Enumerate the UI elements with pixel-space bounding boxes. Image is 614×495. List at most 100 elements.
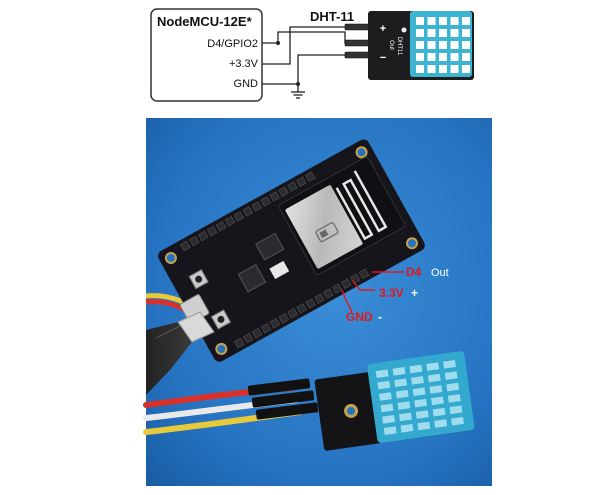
label-minus: - [378,310,382,324]
pin-label-gnd: GND [234,78,259,90]
ground-symbol-icon [291,91,305,99]
sensor-vent-slot [378,392,392,401]
header-pin [278,186,289,197]
header-pin [242,332,254,344]
sensor-vent-slot [427,41,436,49]
sensor-grid-schematic [416,17,470,73]
header-pin [242,206,254,217]
sensor-vent-slot [462,17,470,25]
header-pin [251,201,262,212]
sensor-vent-slot [443,359,456,369]
sensor-vent-slot [414,398,428,408]
nodemcu-board [158,139,425,362]
sensor-vent-slot [416,65,424,73]
pin-label-3v3: +3.3V [229,58,259,70]
sensor-vent-slot [427,17,436,25]
sensor-vent-slot [382,414,396,424]
label-gnd: GND [346,310,373,324]
header-pin [234,337,245,349]
sensor-vent-slot [434,419,448,428]
header-pin [341,278,352,289]
header-pin [233,211,245,222]
sensor-vent-slot [450,53,459,61]
sensor-vent-slot [380,403,394,413]
label-d4: D4 [406,265,422,279]
sensor-vent-slot [446,382,460,392]
header-pin [206,225,218,237]
sensor-vent-slot [412,387,426,397]
header-pin [332,283,343,294]
sensor-vent-slot [451,416,464,426]
header-pin [287,181,298,192]
header-pin [189,235,200,247]
sensor-vent-slot [394,378,408,388]
sensor-vent-slot [450,17,459,25]
sensor-vent-slot [377,380,391,390]
header-pin [269,191,280,202]
header-pin [215,221,227,232]
pin-label-d4: D4/GPIO2 [207,38,258,50]
header-pin [358,268,370,279]
sensor-vent-slot [450,29,459,37]
sensor-vent-slot [432,407,446,417]
header-pin [269,318,281,329]
sensor-vent-slot [431,396,444,406]
header-pin [296,176,307,187]
sensor-vent-slot [409,364,423,374]
header-pin [323,288,334,299]
sensor-vent-slot [444,371,458,380]
sensor-vent-slot [375,369,389,379]
sensor-vent-slot [439,17,447,25]
label-plus: + [411,286,418,300]
label-out: Out [431,267,449,279]
dht11-module-photo [314,351,475,451]
sensor-vent-slot [439,29,447,37]
wifi-logo-icon [315,222,339,243]
pin-annotations: D4 Out 3.3V + GND - [341,265,449,324]
sensor-vent-slot [439,41,447,49]
sensor-vent-slot [447,394,461,403]
header-pin [314,293,325,304]
arrow-gnd [341,289,353,313]
sensor-vent-slot [397,401,411,410]
sensor-vent-slot [427,53,436,61]
sensor-vent-slot [426,362,440,371]
mount-hole [401,27,407,33]
wire-gnd-to-minus [262,54,372,85]
sensor-vent-slot [398,412,412,422]
junction-dots [276,41,300,86]
sensor-vent-slot [392,367,406,376]
sensor-vent-slot [411,376,424,385]
sensor-vent-slot [416,17,424,25]
dht11-body-text: DHT11 [396,37,402,56]
sensor-vent-slot [383,426,397,435]
pin-row-bottom [234,268,370,349]
header-pin [287,308,298,319]
sensor-vent-slot [400,423,414,433]
antenna-trace [335,170,388,241]
photo: D4 Out 3.3V + GND - [143,118,492,486]
sensor-vent-slot [462,53,470,61]
sensor-vent-slot [416,41,424,49]
nodemcu-title: NodeMCU-12E* [157,14,253,29]
header-pin [260,323,272,334]
header-pin [224,216,236,227]
sensor-vent-slot [427,65,436,73]
sensor-vent-slot [429,385,443,394]
pin-label-plus: + [380,23,386,35]
sensor-vent-slot [449,405,463,415]
schematic: NodeMCU-12E* D4/GPIO2 +3.3V GND DHT-11 [150,8,474,102]
header-pin [180,240,191,252]
label-3v3: 3.3V [379,286,404,300]
pin-label-out: Out [388,40,394,50]
sensor-vent-slot [416,53,424,61]
sensor-vent-slot [450,41,459,49]
schematic-wires [262,26,372,92]
jumper-housings [247,378,319,420]
header-pin [305,171,316,182]
header-pin [260,196,271,207]
sensor-vent-slot [450,65,459,73]
header-pin [278,313,289,324]
header-pin [198,230,209,242]
